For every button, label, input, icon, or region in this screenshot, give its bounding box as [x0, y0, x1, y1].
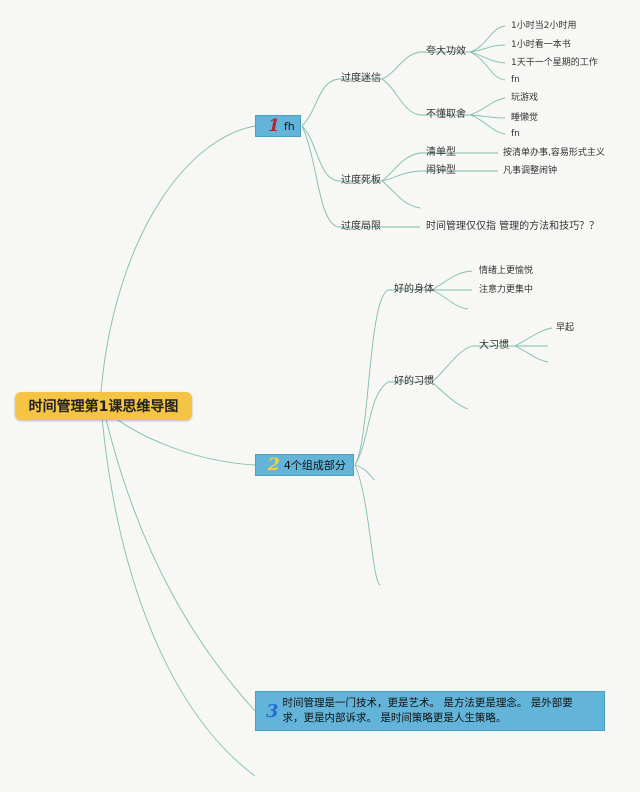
root-topic[interactable]: 时间管理第1课思维导图 [15, 392, 192, 420]
subtopic-checklist[interactable]: 清单型 [426, 147, 456, 158]
leaf-1h-one-book[interactable]: 1小时看一本书 [511, 40, 571, 50]
subtopic-alarm[interactable]: 闹钟型 [426, 165, 456, 176]
leaf-games[interactable]: 玩游戏 [511, 93, 539, 103]
leaf-sleep-in[interactable]: 睡懒觉 [511, 113, 539, 123]
leaf-early-rise[interactable]: 早起 [556, 323, 575, 333]
topic-over-rigid[interactable]: 过度死板 [341, 175, 381, 186]
branch-1-node[interactable]: 1 fh [255, 115, 301, 137]
leaf-focused[interactable]: 注意力更集中 [479, 285, 534, 295]
topic-over-limited[interactable]: 过度局限 [341, 221, 381, 232]
subtopic-no-tradeoff[interactable]: 不懂取舍 [426, 109, 466, 120]
leaf-method-only[interactable]: 时间管理仅仅指 管理的方法和技巧？？ [426, 221, 600, 232]
branch-3-number: 3 [266, 700, 279, 722]
root-title: 时间管理第1课思维导图 [28, 399, 179, 415]
branch-1-label: fh [283, 119, 295, 133]
branch-2-node[interactable]: 2 4个组成部分 [255, 454, 354, 476]
topic-good-habits[interactable]: 好的习惯 [394, 376, 434, 387]
leaf-1h-as-2h[interactable]: 1小时当2小时用 [511, 21, 577, 31]
leaf-adjust-alarm[interactable]: 凡事调整闹钟 [503, 166, 558, 176]
leaf-fn-1[interactable]: fn [511, 75, 520, 85]
branch-3-text: 时间管理是一门技术，更是艺术。 是方法更是理念。 是外部要求，更是内部诉求。 是… [282, 697, 573, 724]
branch-2-number: 2 [268, 455, 280, 475]
leaf-checklist-formalism[interactable]: 按清单办事,容易形式主义 [503, 148, 605, 158]
subtopic-big-habit[interactable]: 大习惯 [479, 340, 509, 351]
leaf-fn-2[interactable]: fn [511, 129, 520, 139]
branch-1-number: 1 [268, 116, 280, 136]
branch-3-node[interactable]: 3 时间管理是一门技术，更是艺术。 是方法更是理念。 是外部要求，更是内部诉求。… [255, 691, 605, 731]
leaf-happier[interactable]: 情绪上更愉悦 [479, 266, 534, 276]
topic-over-superstition[interactable]: 过度迷信 [341, 73, 381, 84]
branch-2-label: 4个组成部分 [283, 459, 346, 472]
leaf-1day-1week[interactable]: 1天干一个星期的工作 [511, 58, 598, 68]
topic-good-body[interactable]: 好的身体 [394, 284, 434, 295]
subtopic-exaggerate[interactable]: 夸大功效 [426, 46, 466, 57]
